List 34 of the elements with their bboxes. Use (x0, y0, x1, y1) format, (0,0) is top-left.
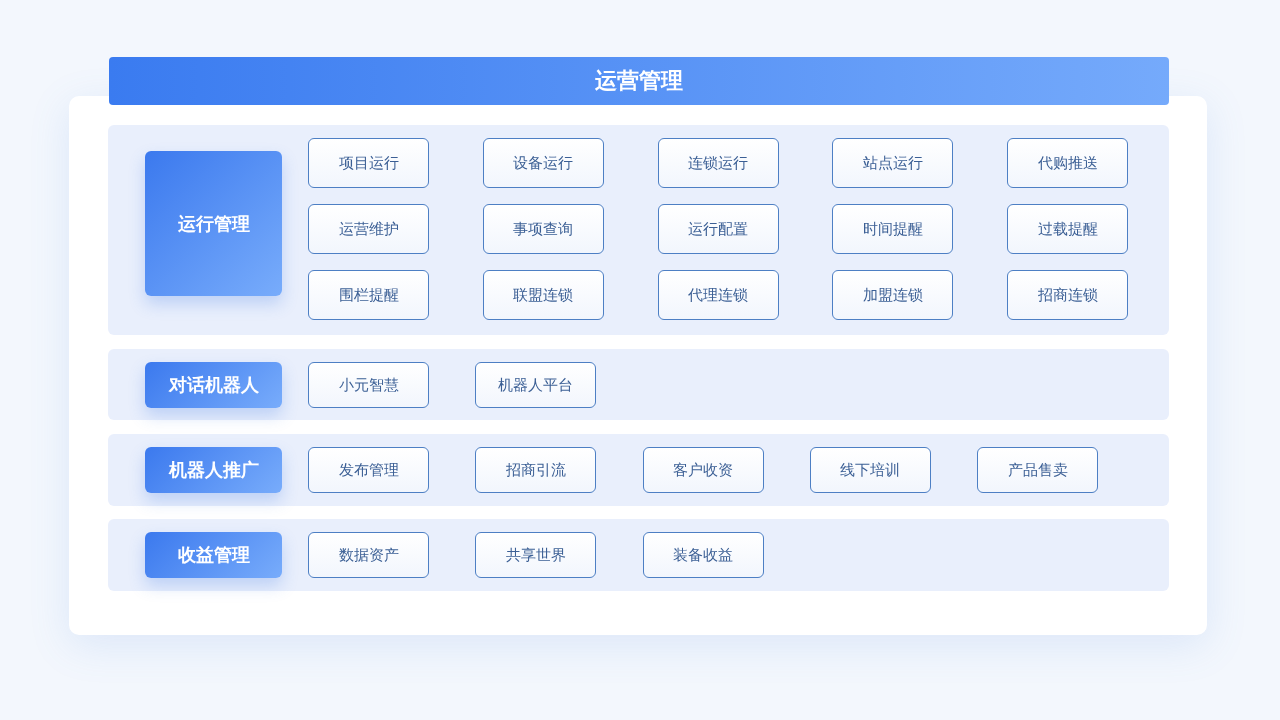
category-box: 对话机器人 (145, 362, 282, 408)
title-bar: 运营管理 (109, 57, 1169, 105)
item-box: 产品售卖 (977, 447, 1099, 493)
item-box: 围栏提醒 (308, 270, 429, 320)
item-box: 过载提醒 (1007, 204, 1129, 254)
item-box: 数据资产 (308, 532, 429, 578)
category-box: 收益管理 (145, 532, 282, 578)
item-box: 代购推送 (1007, 138, 1129, 188)
item-box: 设备运行 (482, 138, 604, 188)
item-box: 连锁运行 (657, 138, 779, 188)
item-box: 小元智慧 (308, 362, 429, 408)
item-box: 线下培训 (809, 447, 931, 493)
item-box: 招商连锁 (1007, 270, 1129, 320)
item-box: 代理连锁 (657, 270, 779, 320)
item-box: 站点运行 (832, 138, 954, 188)
category-box: 运行管理 (145, 151, 282, 296)
item-box: 装备收益 (642, 532, 764, 578)
item-box: 运营维护 (308, 204, 429, 254)
row-band (108, 125, 1169, 335)
item-box: 发布管理 (308, 447, 429, 493)
item-box: 联盟连锁 (482, 270, 604, 320)
row-band (108, 434, 1169, 506)
item-box: 时间提醒 (832, 204, 954, 254)
row-band (108, 349, 1169, 420)
item-box: 客户收资 (642, 447, 764, 493)
item-box: 项目运行 (308, 138, 429, 188)
item-box: 机器人平台 (475, 362, 597, 408)
item-box: 招商引流 (475, 447, 597, 493)
row-band (108, 519, 1169, 591)
item-box: 加盟连锁 (832, 270, 954, 320)
item-box: 运行配置 (657, 204, 779, 254)
item-box: 共享世界 (475, 532, 597, 578)
category-box: 机器人推广 (145, 447, 282, 493)
item-box: 事项查询 (482, 204, 604, 254)
